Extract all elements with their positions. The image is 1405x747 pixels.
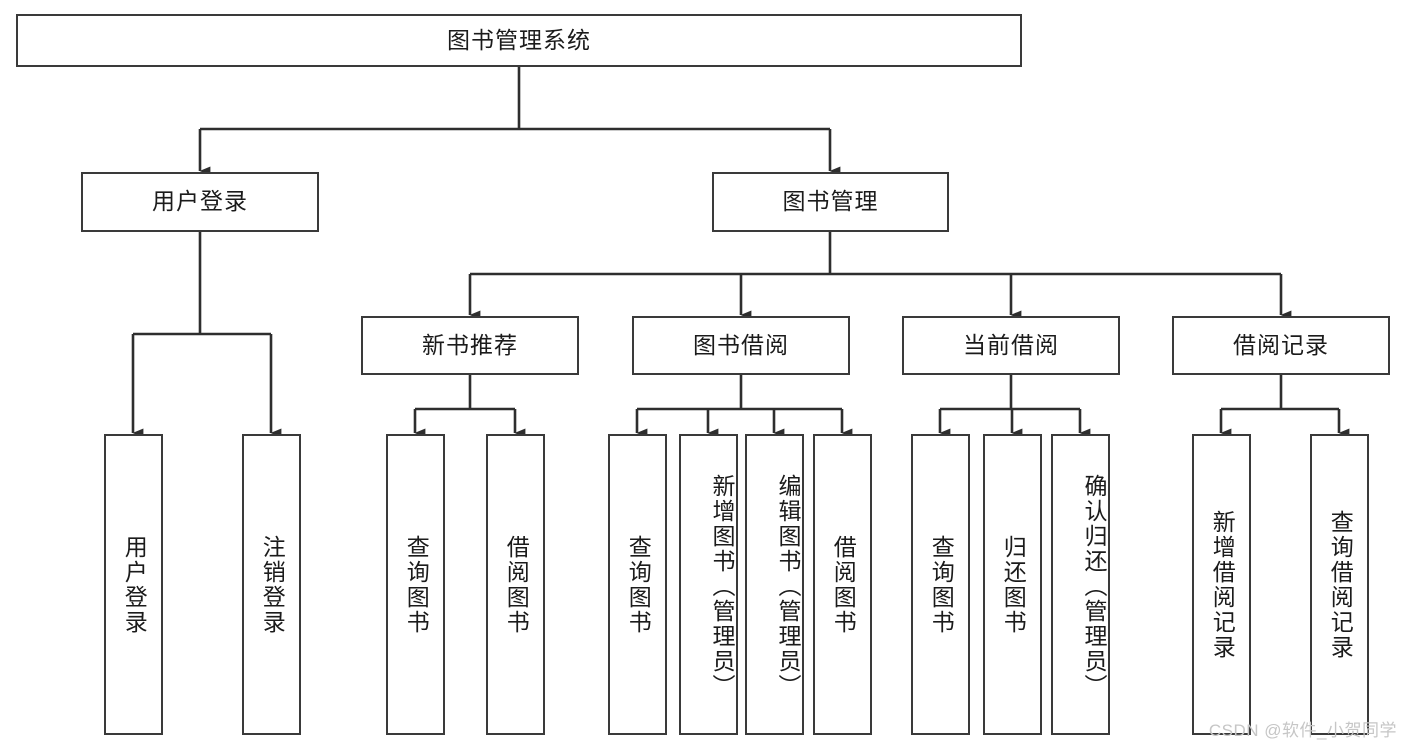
node-label-current-borrow: 当前借阅 <box>963 331 1059 358</box>
node-label-user-login: 用户登录 <box>152 188 248 215</box>
node-label-leaf-add-record: 新增借阅记录 <box>1209 509 1236 660</box>
node-leaf-query-book-1[interactable]: 查询图书 <box>386 434 445 735</box>
node-label-borrow-record: 借阅记录 <box>1233 331 1329 358</box>
node-leaf-borrow-book-2[interactable]: 借阅图书 <box>813 434 872 735</box>
connector-paths <box>131 67 1350 438</box>
node-label-leaf-edit-book: 编辑图书（管理员） <box>775 474 801 699</box>
node-leaf-return-book[interactable]: 归还图书 <box>983 434 1042 735</box>
node-leaf-add-record[interactable]: 新增借阅记录 <box>1192 434 1251 735</box>
node-root[interactable]: 图书管理系统 <box>16 14 1022 67</box>
node-new-book-rec[interactable]: 新书推荐 <box>361 316 579 375</box>
node-label-leaf-query-record: 查询借阅记录 <box>1327 509 1354 660</box>
node-label-new-book-rec: 新书推荐 <box>422 331 518 358</box>
node-label-leaf-query-book-3: 查询图书 <box>928 534 955 635</box>
node-leaf-confirm-return[interactable]: 确认归还（管理员） <box>1051 434 1110 735</box>
node-label-leaf-borrow-book-2: 借阅图书 <box>830 534 857 635</box>
node-leaf-query-book-2[interactable]: 查询图书 <box>608 434 667 735</box>
node-book-manage[interactable]: 图书管理 <box>712 172 949 232</box>
node-label-leaf-confirm-return: 确认归还（管理员） <box>1081 474 1107 699</box>
node-label-leaf-add-book: 新增图书（管理员） <box>709 474 735 699</box>
node-leaf-borrow-book-1[interactable]: 借阅图书 <box>486 434 545 735</box>
node-label-book-borrow: 图书借阅 <box>693 331 789 358</box>
node-current-borrow[interactable]: 当前借阅 <box>902 316 1120 375</box>
node-label-leaf-user-login: 用户登录 <box>121 534 148 635</box>
node-book-borrow[interactable]: 图书借阅 <box>632 316 850 375</box>
node-borrow-record[interactable]: 借阅记录 <box>1172 316 1390 375</box>
node-label-leaf-logout-login: 注销登录 <box>259 534 286 635</box>
node-label-leaf-borrow-book-1: 借阅图书 <box>503 534 530 635</box>
node-label-book-manage: 图书管理 <box>782 188 879 215</box>
node-leaf-query-record[interactable]: 查询借阅记录 <box>1310 434 1369 735</box>
node-label-leaf-query-book-1: 查询图书 <box>403 534 430 635</box>
node-label-leaf-query-book-2: 查询图书 <box>625 534 652 635</box>
node-label-root: 图书管理系统 <box>447 26 591 53</box>
node-leaf-query-book-3[interactable]: 查询图书 <box>911 434 970 735</box>
node-leaf-add-book[interactable]: 新增图书（管理员） <box>679 434 738 735</box>
node-leaf-logout-login[interactable]: 注销登录 <box>242 434 301 735</box>
node-user-login[interactable]: 用户登录 <box>81 172 319 232</box>
node-leaf-edit-book[interactable]: 编辑图书（管理员） <box>745 434 804 735</box>
node-label-leaf-return-book: 归还图书 <box>1000 534 1027 635</box>
watermark: CSDN @软件_小贺同学 <box>1208 721 1397 740</box>
node-leaf-user-login[interactable]: 用户登录 <box>104 434 163 735</box>
